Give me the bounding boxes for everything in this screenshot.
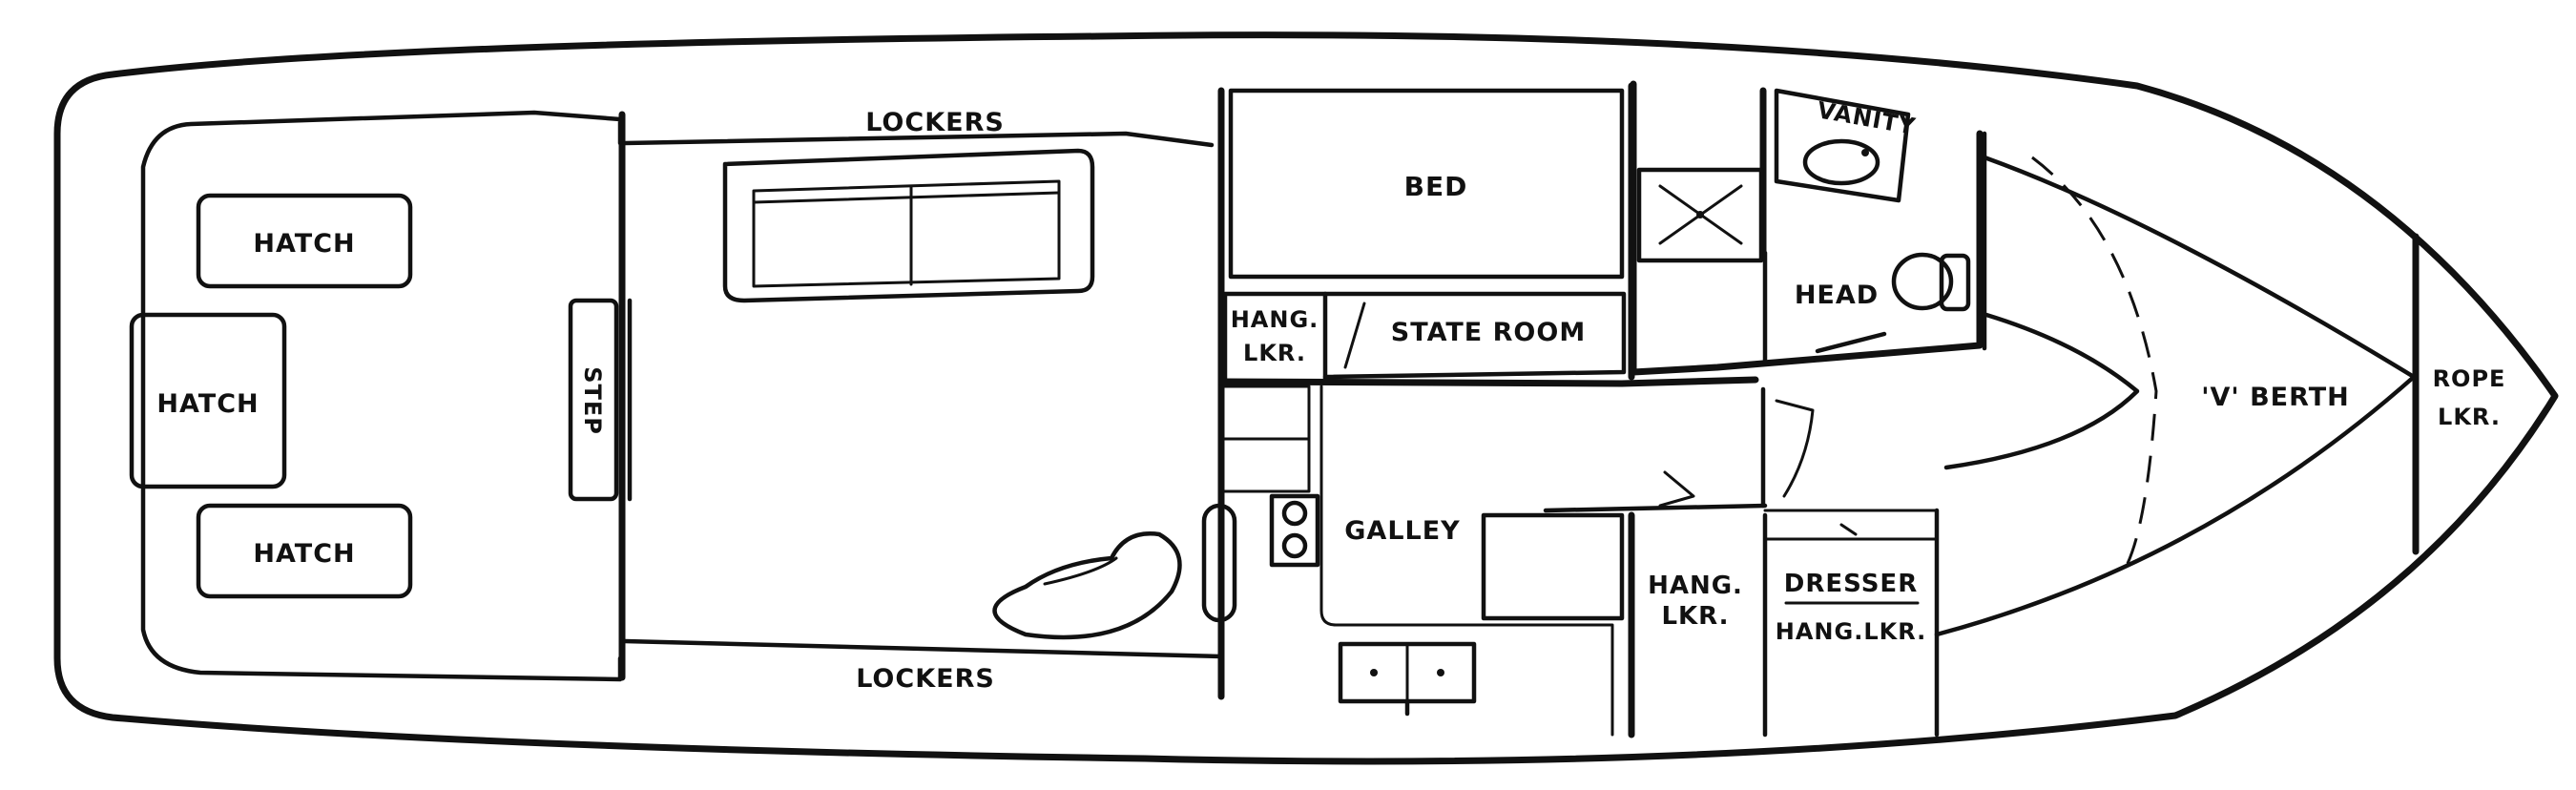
step-label: STEP [579,366,606,435]
vanity-sink [1802,138,1880,186]
hatch-top [196,193,413,289]
shower [1636,167,1764,263]
galley-cooktop [1269,493,1320,568]
v-berth-label: 'V' BERTH [2201,383,2349,412]
rope-lkr-line2: LKR. [2438,404,2501,430]
hang-lkr-mid-line2: LKR. [1661,602,1729,631]
hang-lkr-mid-line1: HANG. [1648,572,1743,600]
lockers-top-label: LOCKERS [865,108,1005,137]
hatch-middle-label: HATCH [156,389,259,419]
galley-counter [1481,512,1625,621]
dresser-label: DRESSER [1784,570,1918,598]
head-label: HEAD [1795,281,1879,310]
hatch-bottom [196,503,413,599]
bed-label: BED [1404,171,1468,202]
hang-lkr-dresser-label: HANG.LKR. [1776,618,1927,645]
rope-lkr-line1: ROPE [2433,365,2506,392]
hang-lkr-state-line1: HANG. [1231,306,1319,333]
hatch-bottom-label: HATCH [253,539,355,569]
hang-lkr-state-line2: LKR. [1243,340,1306,366]
sofa [722,148,1095,303]
swivel-chair [992,531,1182,640]
bed [1228,88,1625,280]
hatch-top-label: HATCH [253,229,355,259]
toilet [1891,252,1971,312]
galley-label: GALLEY [1344,516,1460,546]
hatch-middle [129,312,287,489]
state-room-label: STATE ROOM [1391,318,1586,347]
vanity-label: VANITY [1816,96,1919,140]
lockers-bottom-label: LOCKERS [856,664,995,694]
hull-outline [53,31,2559,765]
step [568,298,619,502]
